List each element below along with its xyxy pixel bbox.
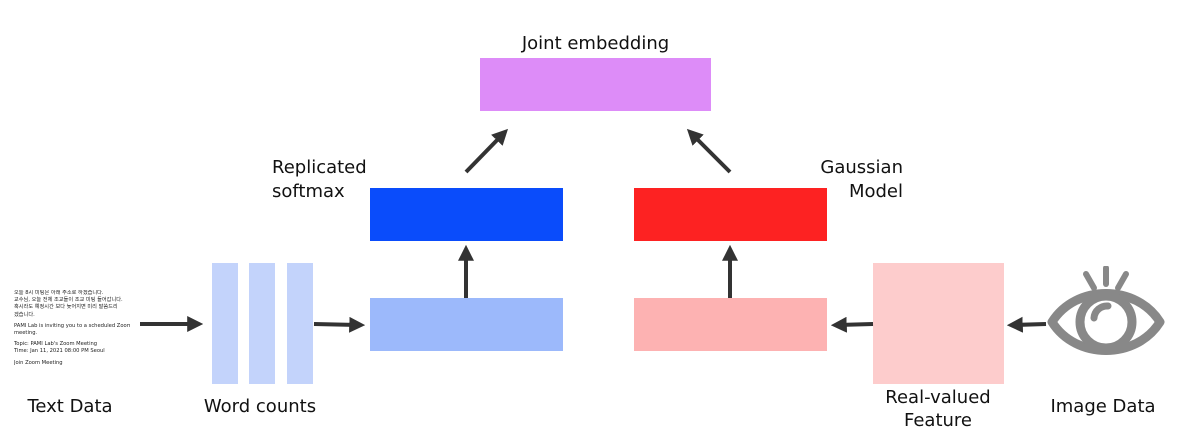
replicated-softmax-label-line1: Replicated	[272, 157, 367, 178]
text-document-thumbnail: 오늘 8시 미팅은 아래 주소로 하겠습니다. 교수님, 오늘 전체 조교들이 …	[14, 290, 130, 386]
doc-line-en-1: PAMI Lab is inviting you to a scheduled …	[14, 322, 130, 329]
real-valued-feature-label-line1: Real-valued	[885, 387, 991, 408]
doc-line-en-5: Join Zoom Meeting	[14, 359, 63, 366]
arrow-gaussian-to-joint	[686, 128, 732, 174]
real-valued-feature-box	[873, 263, 1004, 384]
doc-line-ko-1: 오늘 8시 미팅은 아래 주소로 하겠습니다.	[14, 290, 104, 296]
word-count-bar-2	[249, 263, 275, 384]
doc-line-en-2: meeting.	[14, 330, 38, 337]
replicated-softmax-visible-layer	[370, 298, 563, 351]
image-data-label: Image Data	[1050, 396, 1156, 417]
word-count-bar-1	[212, 263, 238, 384]
arrow-image-to-feature	[1006, 316, 1047, 333]
doc-line-en-4: Time: Jan 11, 2021 08:00 PM Seoul	[14, 348, 105, 355]
word-counts-label: Word counts	[203, 396, 317, 417]
replicated-softmax-hidden-layer	[370, 188, 563, 241]
doc-line-en-3: Topic: PAMI Lab's Zoom Meeting	[14, 341, 98, 348]
eye-icon	[1047, 266, 1165, 355]
word-count-bar-3	[287, 263, 313, 384]
gaussian-model-label-line1: Gaussian	[820, 157, 903, 178]
text-data-label: Text Data	[27, 396, 113, 417]
gaussian-model-visible-layer	[634, 298, 827, 351]
joint-embedding-layer	[480, 58, 711, 111]
real-valued-feature-label-line2: Feature	[903, 410, 973, 431]
gaussian-model-hidden-layer	[634, 188, 827, 241]
arrow-feature-to-gaussian	[830, 316, 874, 333]
gaussian-model-label-line2: Model	[848, 181, 903, 202]
arrow-word-counts-to-softmax	[313, 316, 366, 333]
arrow-softmax-to-joint	[464, 128, 509, 174]
replicated-softmax-label-line2: softmax	[272, 181, 345, 202]
doc-line-ko-4: 겠습니다.	[14, 311, 35, 318]
doc-line-ko-3: 혹시라도 예정시간 보다 늦어지면 미리 말씀드리	[14, 304, 118, 311]
doc-line-ko-2: 교수님, 오늘 전체 조교들이 조교 미팅 들어갑니다.	[14, 297, 123, 304]
joint-embedding-label: Joint embedding	[521, 33, 670, 54]
